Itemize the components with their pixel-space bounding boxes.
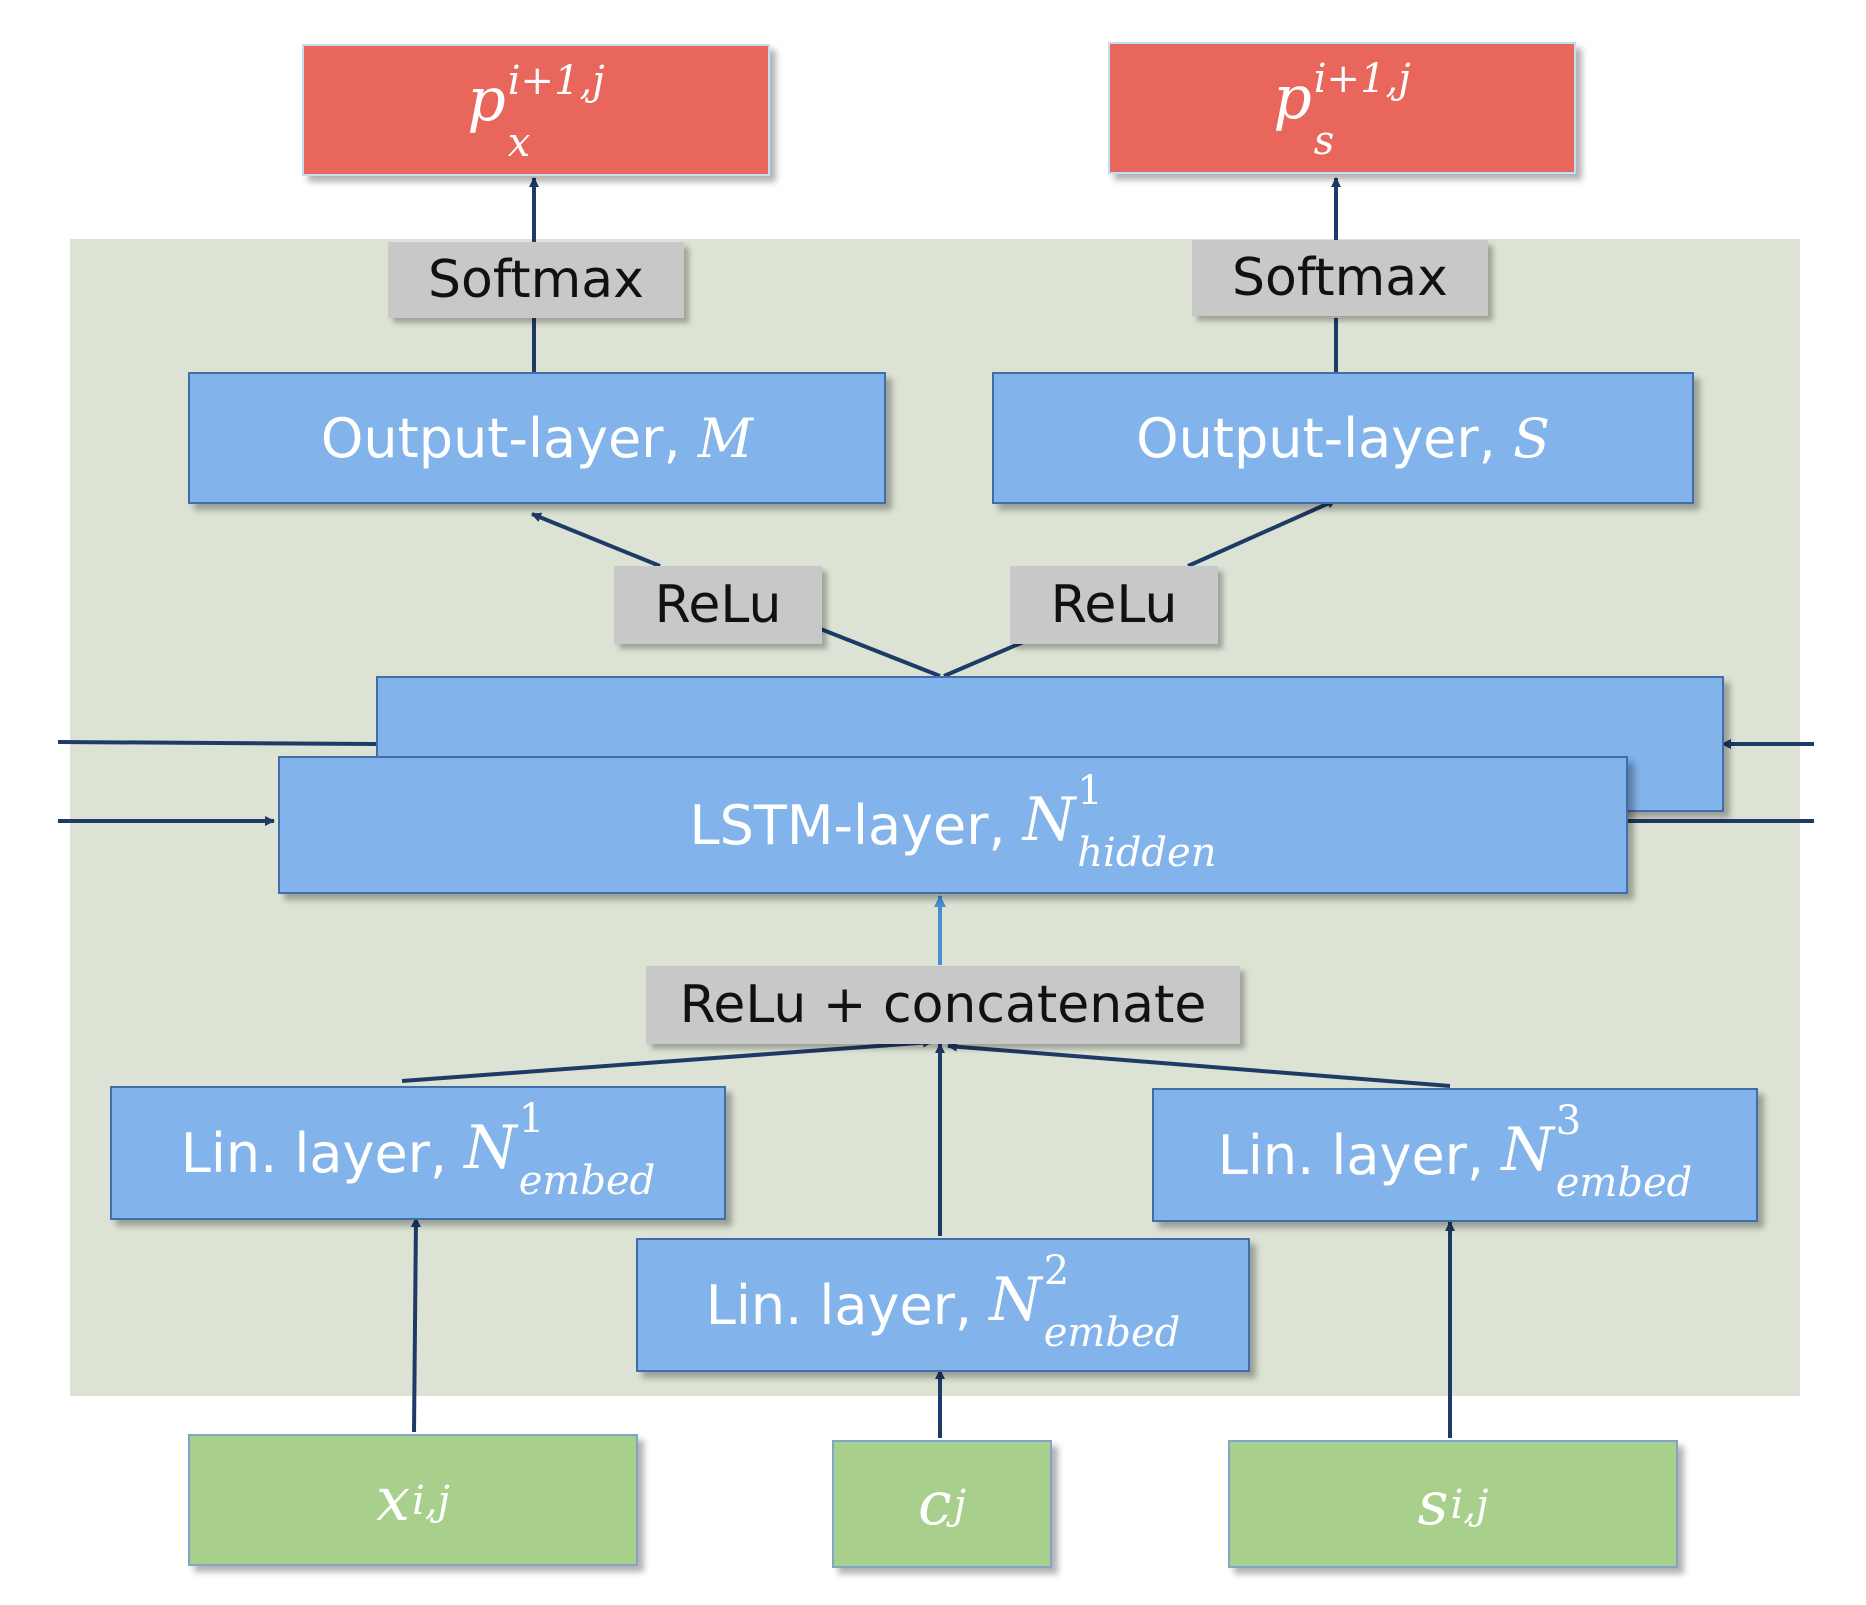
px-base: p	[467, 64, 506, 135]
line-recurrent-left-top	[57, 740, 377, 746]
ps-subscript: s	[1313, 118, 1335, 165]
lin-layer-2-superscript: 2	[1043, 1248, 1070, 1295]
arrow-x-to-embed1	[410, 1217, 421, 1433]
lin-layer-3-var: N	[1501, 1114, 1554, 1185]
lin-layer-1-subscript: embed	[518, 1158, 656, 1205]
input-s-base: s	[1417, 1468, 1449, 1539]
relu-left-label: ReLu	[654, 575, 782, 635]
output-layer-m: Output-layer, M	[188, 372, 886, 504]
lstm-subscript: hidden	[1077, 830, 1217, 877]
relu-left: ReLu	[614, 566, 822, 644]
input-s-superscript: i,j	[1450, 1482, 1489, 1529]
lin-layer-2-label: Lin. layer,	[705, 1273, 990, 1337]
lin-layer-1-var: N	[464, 1112, 517, 1183]
input-c-superscript: j	[953, 1482, 966, 1529]
arrow-relu-to-outm	[531, 512, 661, 568]
lin-layer-1-label: Lin. layer,	[180, 1121, 465, 1185]
softmax-right: Softmax	[1192, 240, 1488, 316]
ps-base: p	[1273, 62, 1312, 133]
lin-layer-1-superscript: 1	[518, 1096, 545, 1143]
input-x-superscript: i,j	[411, 1478, 450, 1525]
lstm-label: LSTM-layer,	[689, 793, 1023, 857]
line-lstm-to-relu-right	[943, 638, 1029, 678]
input-x-base: x	[376, 1464, 410, 1535]
lstm-superscript: 1	[1077, 768, 1103, 815]
relu-concatenate: ReLu + concatenate	[646, 966, 1240, 1044]
output-layer-s-label: Output-layer,	[1136, 406, 1513, 470]
lin-layer-3-label: Lin. layer,	[1217, 1123, 1502, 1187]
arrow-embed3-to-concat	[947, 1041, 1451, 1088]
output-layer-s: Output-layer, S	[992, 372, 1694, 504]
output-layer-s-var: S	[1512, 406, 1550, 470]
arrow-embed1-to-concat	[401, 1037, 933, 1083]
ps-superscript: i+1,j	[1313, 56, 1411, 103]
softmax-right-label: Softmax	[1232, 248, 1448, 308]
output-layer-m-var: M	[697, 406, 754, 470]
lin-layer-3-superscript: 3	[1555, 1098, 1582, 1145]
lstm-var: N	[1022, 784, 1076, 855]
softmax-left-label: Softmax	[428, 250, 644, 310]
softmax-left: Softmax	[388, 242, 684, 318]
input-c-base: c	[917, 1468, 952, 1539]
lin-layer-3-subscript: embed	[1555, 1160, 1693, 1207]
line-lstm-to-relu-left	[817, 626, 941, 678]
relu-right-label: ReLu	[1050, 575, 1178, 635]
output-layer-m-label: Output-layer,	[320, 406, 698, 470]
relu-concatenate-label: ReLu + concatenate	[679, 975, 1207, 1035]
lin-layer-2-subscript: embed	[1043, 1310, 1181, 1357]
arrow-relu-to-outs	[1187, 498, 1337, 568]
lin-layer-2-var: N	[989, 1264, 1042, 1335]
relu-right: ReLu	[1010, 566, 1218, 644]
px-subscript: x	[507, 120, 531, 167]
px-superscript: i+1,j	[507, 58, 605, 105]
